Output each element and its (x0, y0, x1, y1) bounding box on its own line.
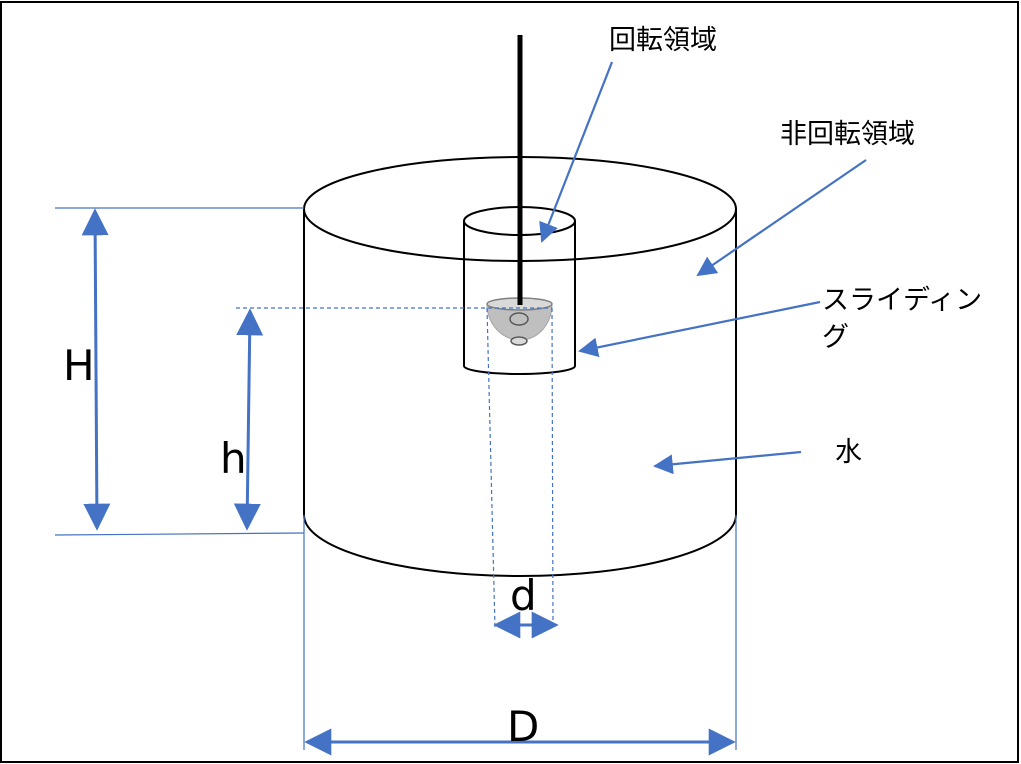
non-rotating-region-label: 非回転領域 (780, 119, 915, 150)
h-dimension-arrow (233, 308, 264, 531)
rotating-region-leader (539, 61, 614, 243)
sliding-leader (578, 300, 821, 358)
d-left-dashed-line (486, 307, 496, 629)
water-leader (653, 450, 802, 475)
dimension-arrows (81, 208, 736, 756)
impeller-hole-lower (510, 336, 528, 346)
tank-height-label: H (63, 341, 95, 390)
extension-lines (54, 207, 737, 750)
rotating-region-label: 回転領域 (609, 25, 717, 56)
d-right-dashed-line (551, 307, 554, 629)
sliding-label-line1: スライディン (822, 285, 983, 316)
leader-arrows (539, 61, 867, 475)
impeller-hole-upper (509, 312, 529, 326)
tank-diameter-label: D (507, 702, 540, 751)
H-dimension-arrow (81, 208, 111, 531)
projection-lines (236, 307, 554, 629)
impeller-height-label: h (220, 434, 247, 483)
impeller (486, 297, 553, 346)
non-rotating-region-leader (696, 159, 867, 277)
impeller-diameter-label: d (510, 571, 537, 620)
H-bottom-extension (54, 532, 305, 536)
water-label: 水 (835, 437, 862, 468)
sliding-label-line2: グ (822, 322, 849, 353)
tank-bottom-curve (303, 514, 737, 577)
rotating-zone-bottom-curve (463, 365, 576, 375)
